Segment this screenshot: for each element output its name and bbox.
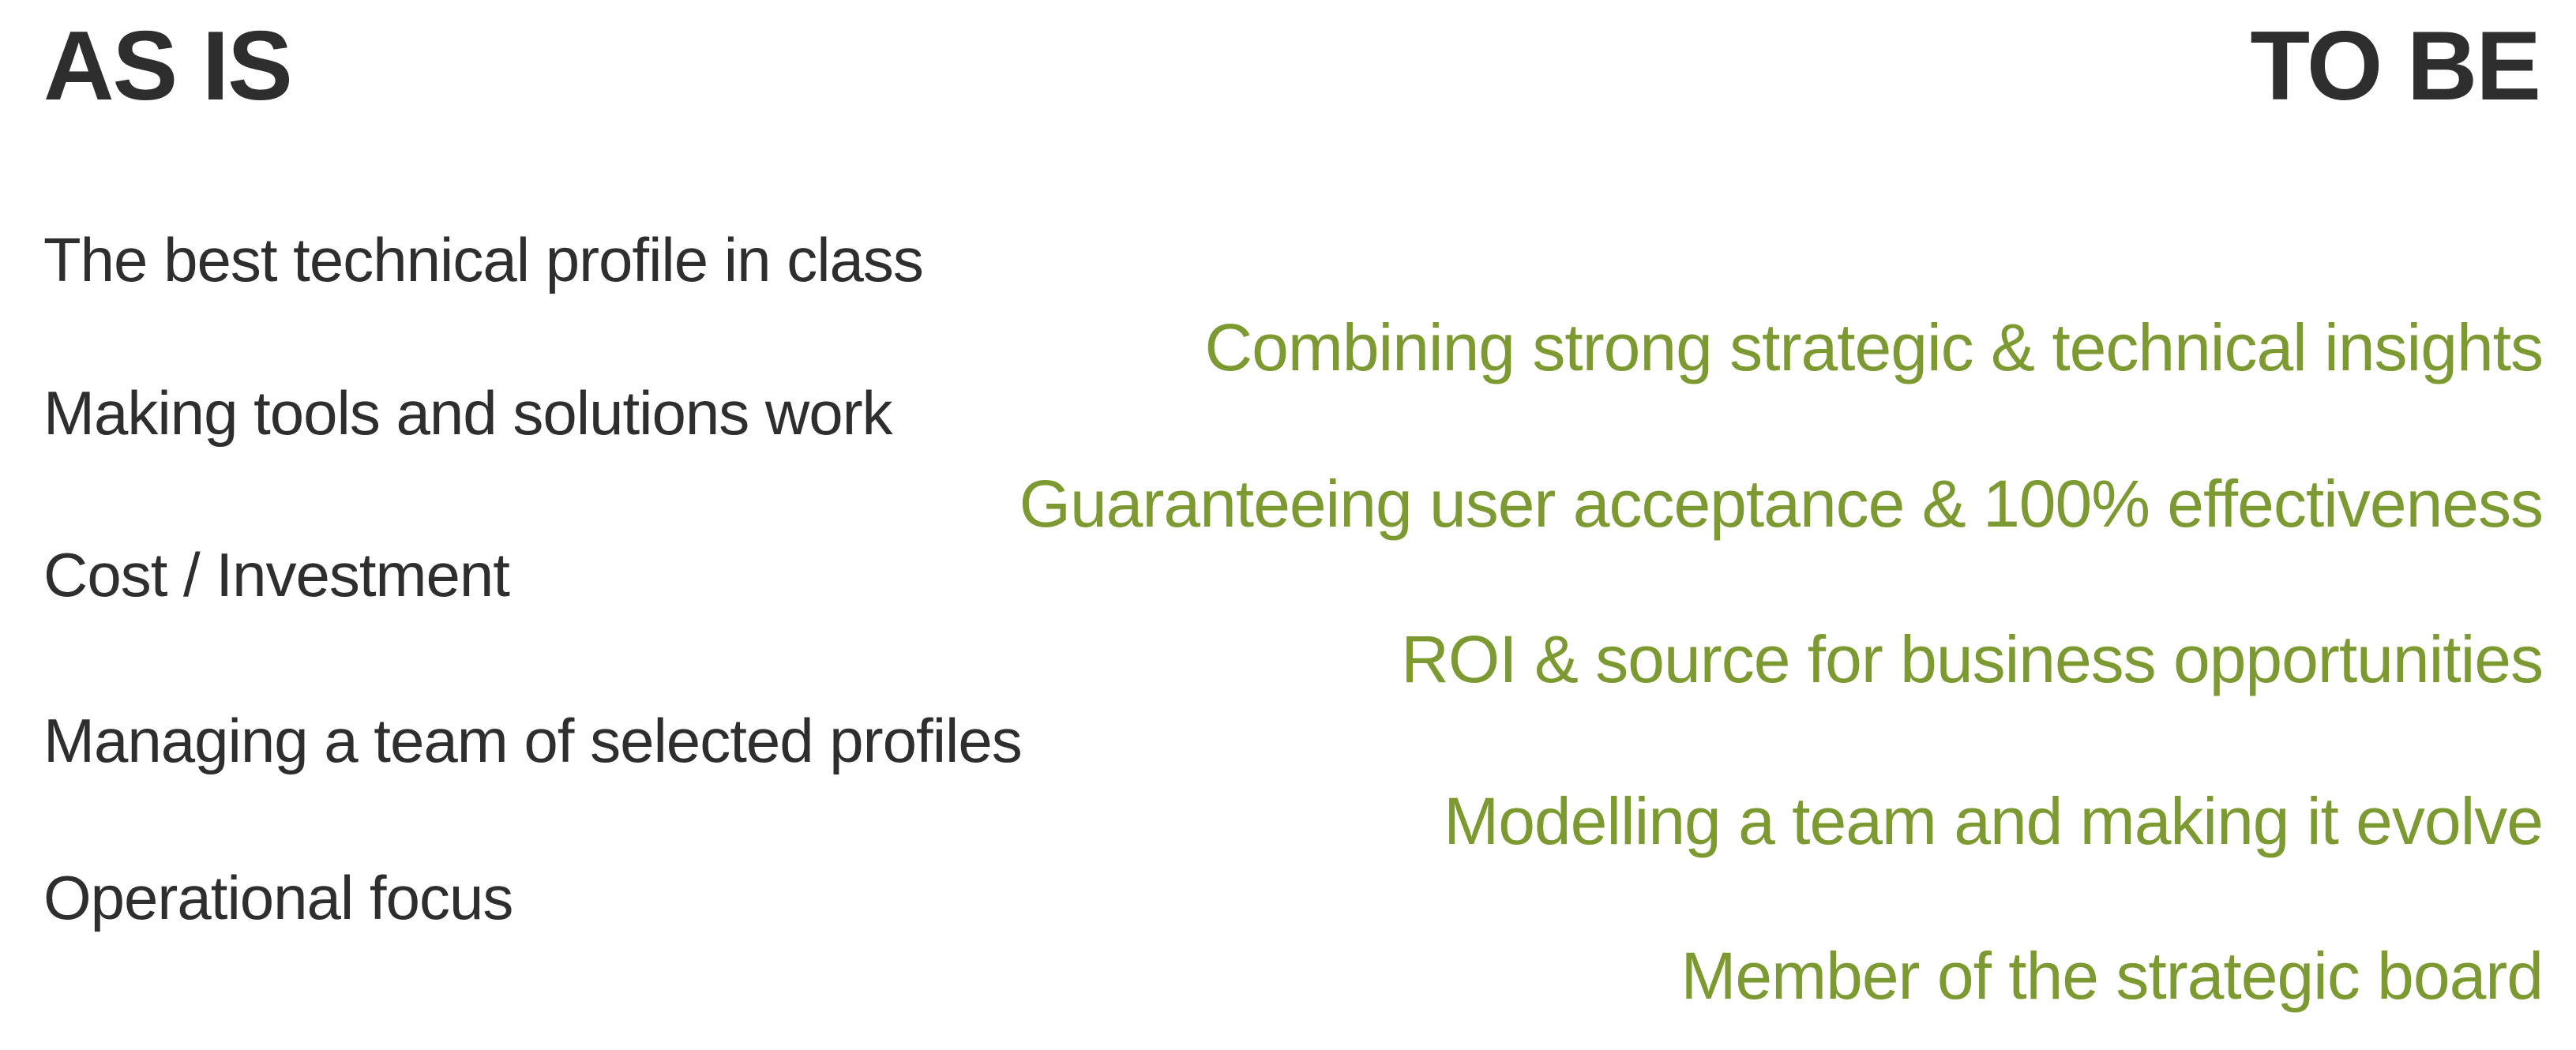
- as-is-title: AS IS: [43, 12, 293, 121]
- as-is-item: Cost / Investment: [43, 540, 510, 609]
- as-is-item: Operational focus: [43, 863, 513, 932]
- to-be-item: Member of the strategic board: [1680, 939, 2544, 1013]
- to-be-item: ROI & source for business opportunities: [1401, 622, 2544, 696]
- to-be-item: Guaranteeing user acceptance & 100% effe…: [1019, 467, 2544, 541]
- as-is-item: Making tools and solutions work: [43, 378, 893, 448]
- to-be-item: Modelling a team and making it evolve: [1444, 784, 2544, 858]
- as-is-item: The best technical profile in class: [43, 225, 924, 294]
- as-is-item: Managing a team of selected profiles: [43, 706, 1023, 775]
- to-be-title: TO BE: [2250, 12, 2541, 121]
- to-be-item: Combining strong strategic & technical i…: [1204, 310, 2544, 384]
